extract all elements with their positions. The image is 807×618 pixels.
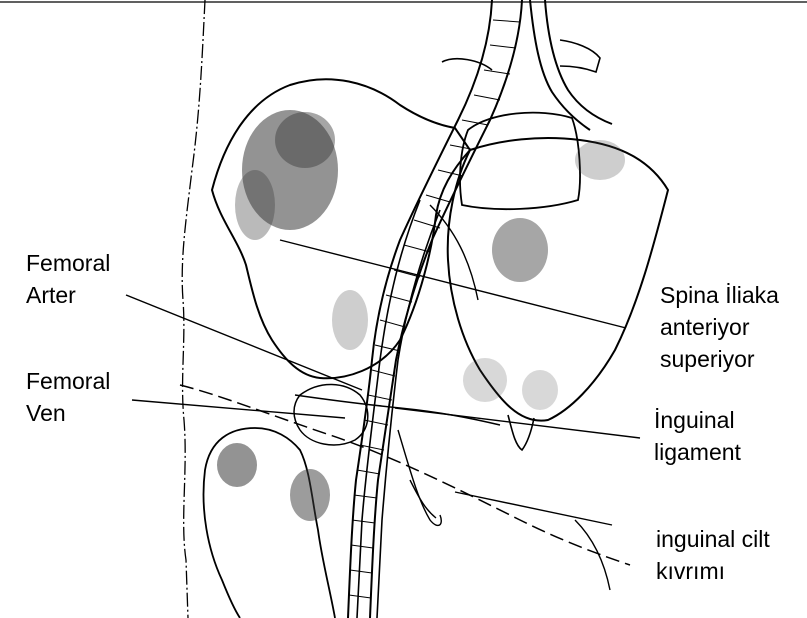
label-inguinal-ligament-line1: İnguinal	[654, 404, 741, 436]
skin-fold-curve	[575, 520, 610, 590]
label-inguinal-ligament-line2: ligament	[654, 436, 741, 468]
label-femoral-arter: Femoral Arter	[26, 247, 110, 311]
label-inguinal-cilt: inguinal cilt kıvrımı	[656, 523, 770, 587]
vertebral-body	[460, 113, 580, 210]
label-inguinal-cilt-line2: kıvrımı	[656, 555, 770, 587]
transverse-process	[442, 40, 600, 72]
label-spina-line3: superiyor	[660, 343, 779, 375]
label-spina-line2: anteriyor	[660, 311, 779, 343]
branch-vessels	[398, 205, 478, 525]
label-femoral-ven-line1: Femoral	[26, 365, 110, 397]
label-inguinal-cilt-line1: inguinal cilt	[656, 523, 770, 555]
label-femoral-ven: Femoral Ven	[26, 365, 110, 429]
label-spina-iliaka: Spina İliaka anteriyor superiyor	[660, 279, 779, 375]
leader-spina	[280, 240, 626, 328]
label-spina-line1: Spina İliaka	[660, 279, 779, 311]
label-femoral-arter-line1: Femoral	[26, 247, 110, 279]
inguinal-ligament-line	[295, 395, 500, 425]
label-femoral-arter-line2: Arter	[26, 279, 110, 311]
body-outline	[182, 0, 205, 618]
stipple-shading	[217, 110, 625, 521]
label-femoral-ven-line2: Ven	[26, 397, 110, 429]
label-inguinal-ligament: İnguinal ligament	[654, 404, 741, 468]
leader-inguinal-cilt	[455, 492, 612, 525]
coccyx	[508, 415, 534, 450]
leader-femoral-arter	[126, 295, 362, 390]
